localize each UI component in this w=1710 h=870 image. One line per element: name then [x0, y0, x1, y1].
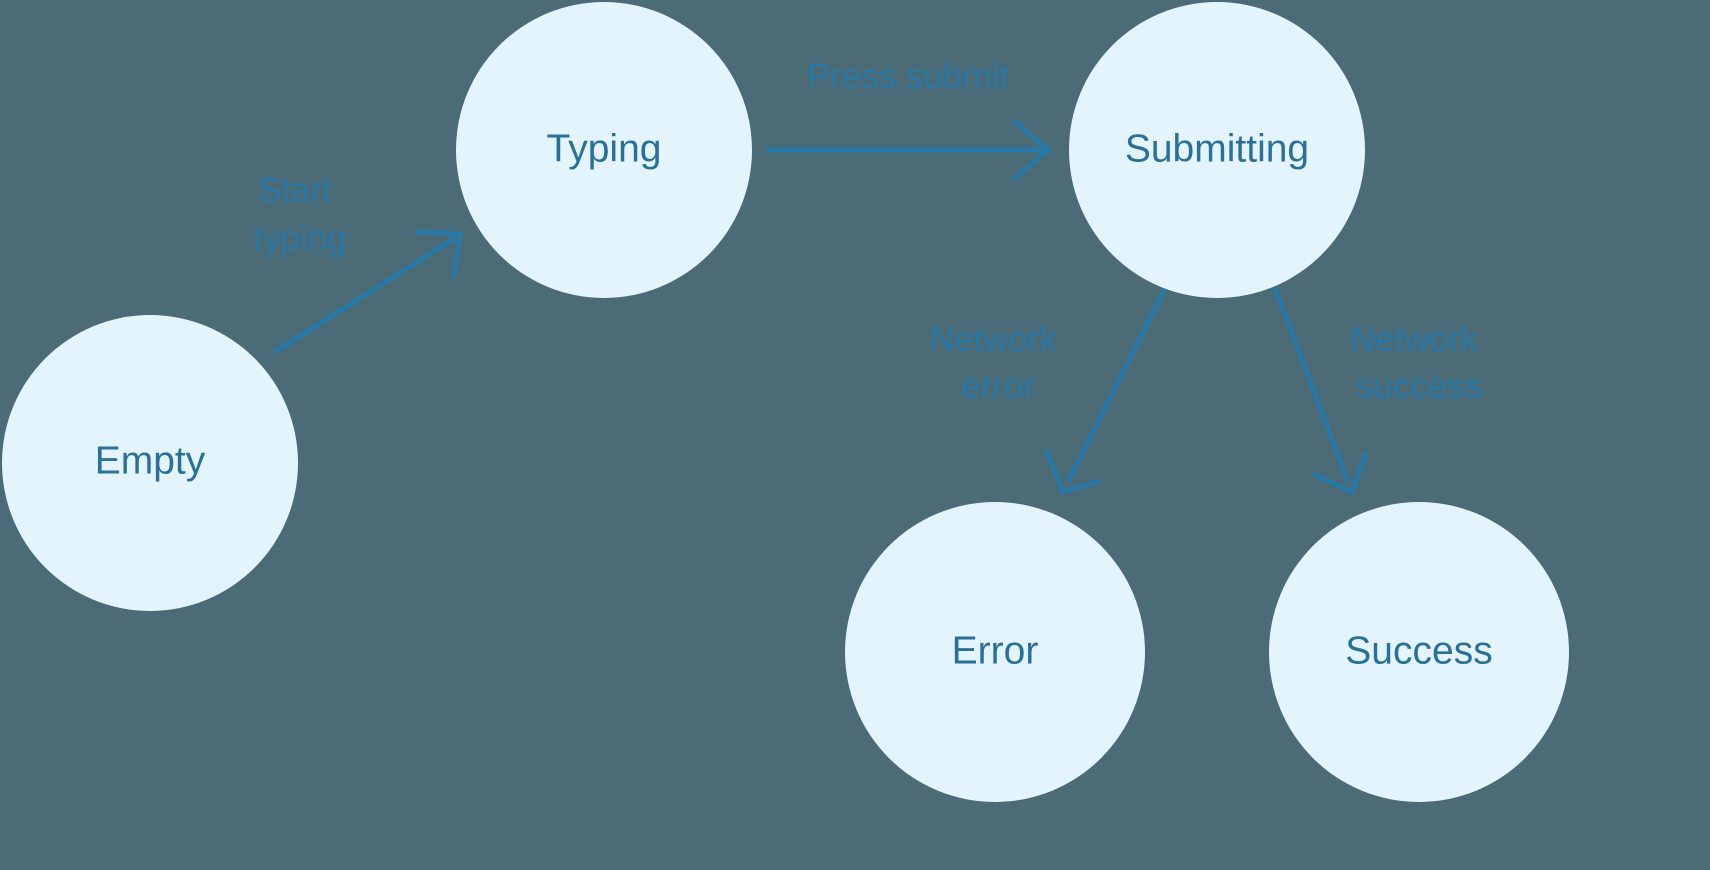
- state-circle-submitting[interactable]: [1069, 2, 1365, 298]
- state-label-submitting: Submitting: [1125, 127, 1309, 170]
- edge-submitting-to-error: Network error: [929, 286, 1168, 496]
- state-circle-error[interactable]: [845, 502, 1145, 802]
- arrowhead-submitting-to-success: [1311, 451, 1369, 496]
- state-circle-success[interactable]: [1269, 502, 1569, 802]
- arrowhead-typing-to-submitting: [1011, 118, 1052, 182]
- edge-line-empty-to-typing: [273, 235, 457, 355]
- edge-label-line: error: [961, 367, 1035, 406]
- state-label-typing: Typing: [547, 127, 662, 170]
- state-node-empty[interactable]: Empty: [2, 315, 298, 611]
- state-node-success[interactable]: Success: [1269, 502, 1569, 802]
- edge-typing-to-submitting: Press submit: [766, 57, 1052, 182]
- edge-label-line: Press submit: [807, 57, 1010, 96]
- edge-label-line: Start: [258, 171, 332, 210]
- edge-label-line: Network: [929, 320, 1058, 359]
- state-node-typing[interactable]: Typing: [456, 2, 752, 298]
- state-label-empty: Empty: [95, 439, 206, 482]
- arrowhead-empty-to-typing: [414, 229, 463, 278]
- edge-label-line: typing: [253, 219, 346, 258]
- arrowhead-submitting-to-error: [1043, 449, 1101, 496]
- edge-empty-to-typing: Start typing: [253, 171, 463, 355]
- state-label-error: Error: [952, 629, 1039, 672]
- edge-label-line: success: [1356, 367, 1482, 406]
- state-node-submitting[interactable]: Submitting: [1069, 2, 1365, 298]
- edge-label-typing-to-submitting: Press submit: [807, 57, 1010, 96]
- edge-label-line: Network: [1350, 320, 1479, 359]
- state-node-error[interactable]: Error: [845, 502, 1145, 802]
- state-circle-empty[interactable]: [2, 315, 298, 611]
- state-label-success: Success: [1345, 629, 1492, 672]
- edge-label-submitting-to-error: Network error: [929, 320, 1067, 406]
- state-circle-typing[interactable]: [456, 2, 752, 298]
- edge-line-submitting-to-success: [1272, 287, 1351, 483]
- edge-submitting-to-success: Network success: [1272, 287, 1488, 496]
- edge-label-submitting-to-success: Network success: [1350, 320, 1488, 406]
- edge-line-submitting-to-error: [1065, 286, 1168, 484]
- edge-label-empty-to-typing: Start typing: [253, 171, 346, 258]
